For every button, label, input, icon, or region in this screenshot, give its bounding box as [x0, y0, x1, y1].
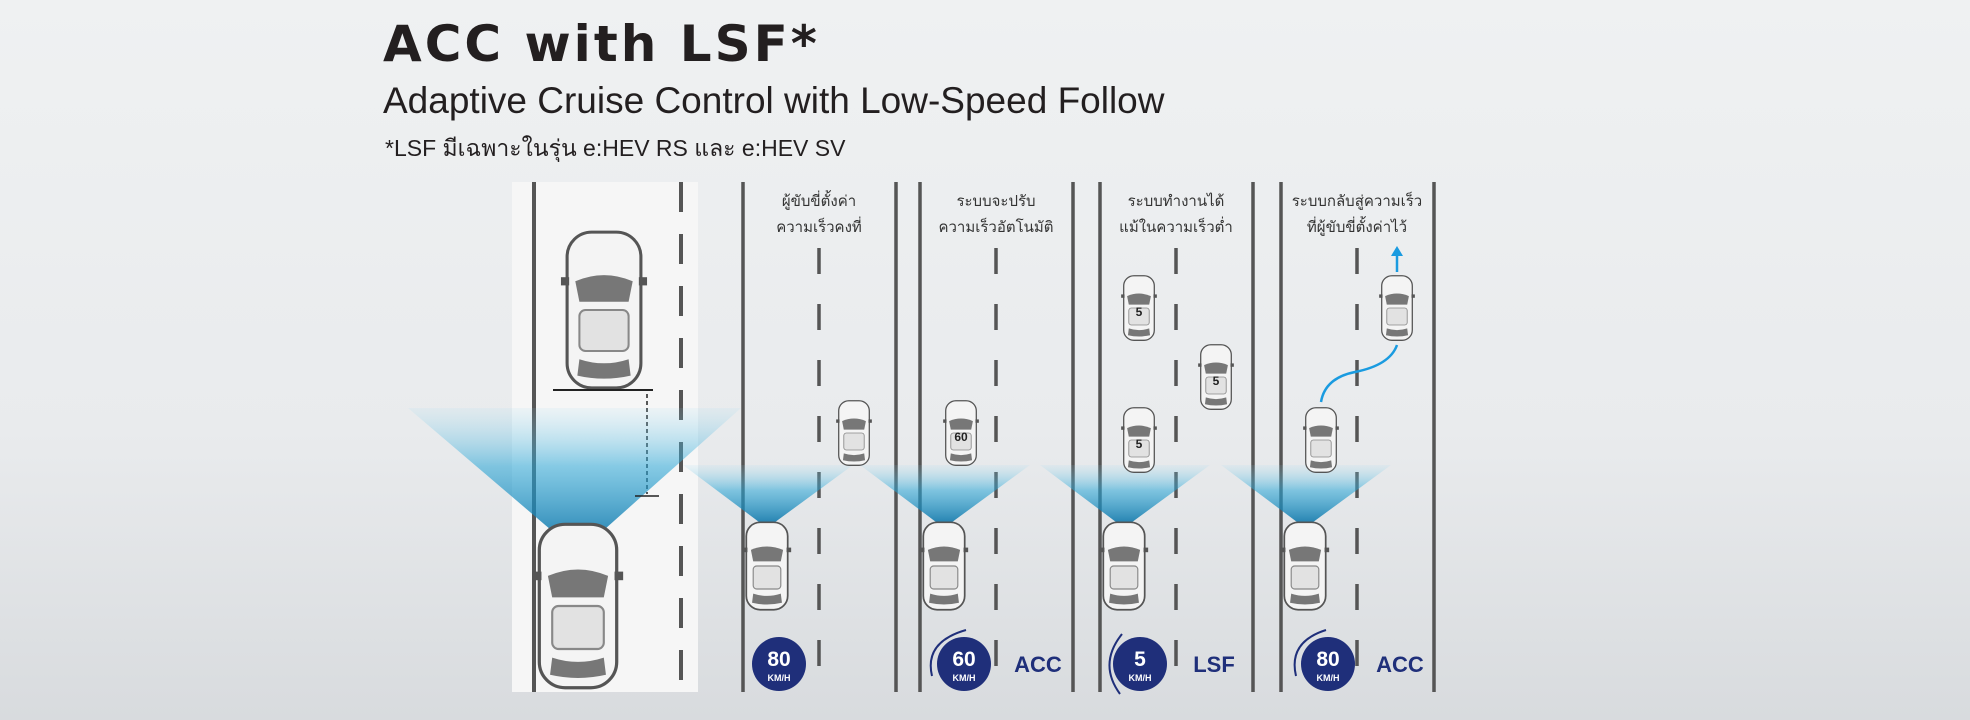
speed-change-arrow-icon — [929, 629, 967, 677]
panel-caption: ระบบทำงานได้ — [1128, 192, 1225, 210]
panel-4: ระบบกลับสู่ความเร็วที่ผู้ขับขี่ตั้งค่าไว… — [1221, 182, 1436, 692]
radar-cone — [408, 408, 741, 553]
lead-car — [559, 230, 649, 390]
mode-label: ACC — [1014, 652, 1062, 677]
speed-badge — [752, 637, 806, 691]
lead-car-speed: 5 — [1136, 437, 1143, 451]
radar-cone — [1221, 465, 1391, 528]
lead-car-speed: 5 — [1213, 374, 1220, 388]
speed-unit: KM/H — [1129, 673, 1152, 683]
radar-cone — [683, 465, 853, 528]
mode-label: ACC — [1376, 652, 1424, 677]
lead-car — [835, 400, 873, 466]
speed-badge — [1301, 637, 1355, 691]
panel-caption: ระบบจะปรับ — [956, 192, 1035, 210]
speed-change-arrow-icon — [1293, 629, 1327, 677]
ego-car — [918, 521, 970, 611]
panel-caption: แม้ในความเร็วต่ำ — [1119, 216, 1233, 236]
overview-panel — [408, 182, 741, 692]
ego-car — [741, 521, 793, 611]
speed-badge — [1113, 637, 1167, 691]
panel-caption: ที่ผู้ขับขี่ตั้งค่าไว้ — [1307, 216, 1407, 236]
panel-caption: ความเร็วคงที่ — [776, 216, 862, 236]
speed-value: 80 — [767, 648, 790, 671]
radar-cone — [1040, 465, 1210, 528]
lane-change-path — [1319, 344, 1399, 403]
lead-car-speed: 5 — [1136, 305, 1143, 319]
mode-label: LSF — [1193, 652, 1235, 677]
panel-caption: ระบบกลับสู่ความเร็ว — [1292, 191, 1422, 210]
speed-unit: KM/H — [953, 673, 976, 683]
lead-car — [1378, 275, 1416, 341]
speed-value: 5 — [1134, 648, 1146, 671]
speed-change-arrow-icon — [1108, 633, 1123, 695]
ego-car — [531, 522, 625, 690]
speed-unit: KM/H — [1317, 673, 1340, 683]
panel-caption: ผู้ขับขี่ตั้งค่า — [782, 190, 856, 210]
availability-note: *LSF มีเฉพาะในรุ่น e:HEV RS และ e:HEV SV — [385, 135, 846, 161]
speed-value: 60 — [952, 648, 975, 671]
speed-value: 80 — [1316, 648, 1339, 671]
ego-car — [1098, 521, 1150, 611]
panel-caption: ความเร็วอัตโนมัติ — [938, 217, 1053, 236]
speed-unit: KM/H — [768, 673, 791, 683]
speed-badge — [937, 637, 991, 691]
lead-car — [1302, 407, 1340, 473]
page-subtitle: Adaptive Cruise Control with Low-Speed F… — [383, 80, 1165, 121]
page-title: ACC with LSF* — [383, 15, 820, 73]
lead-car-speed: 60 — [954, 430, 968, 444]
panel-3: ระบบทำงานได้แม้ในความเร็วต่ำ 5 5 5 5KM/H LSF — [1040, 182, 1255, 695]
radar-cone — [860, 465, 1030, 528]
ego-car — [1279, 521, 1331, 611]
